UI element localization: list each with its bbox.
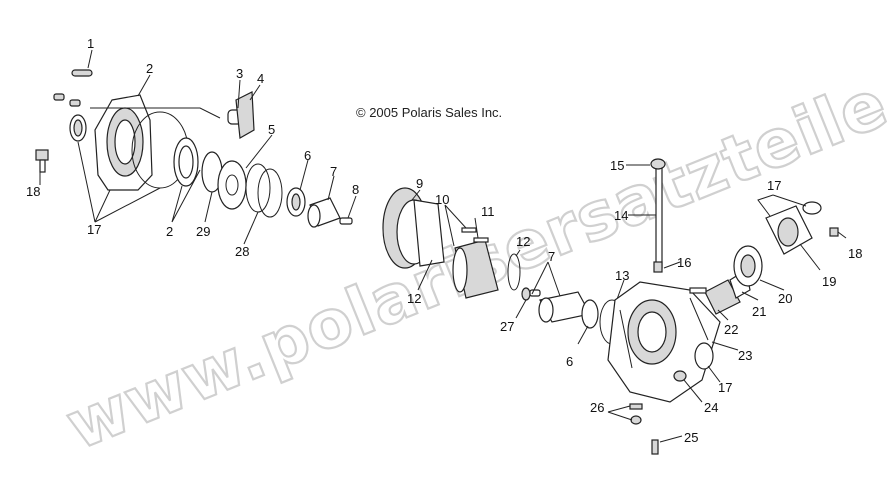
pinion-key — [689, 287, 707, 294]
callout-6b: 6 — [566, 354, 573, 369]
gear-hub — [413, 199, 445, 267]
callout-17: 17 — [87, 222, 101, 237]
sleeve-end-b — [538, 297, 554, 323]
race-inner — [178, 145, 194, 179]
callout-7: 7 — [330, 164, 337, 179]
shim-part-5 — [217, 160, 247, 210]
pin-part-11 — [473, 237, 489, 243]
spacer-pin — [529, 289, 541, 297]
callout-1: 1 — [87, 36, 94, 51]
callout-16: 16 — [677, 255, 691, 270]
callout-8: 8 — [352, 182, 359, 197]
flange-bore — [777, 217, 799, 247]
left-assembly — [35, 49, 357, 245]
plug-part-24 — [673, 370, 687, 382]
bolt-part-18 — [35, 149, 49, 161]
dowel-part — [69, 99, 81, 107]
callout-7b: 7 — [548, 249, 555, 264]
pin-part-10 — [461, 227, 477, 233]
shaft-part-14 — [655, 167, 663, 269]
bolt-shank-part — [39, 159, 46, 173]
callout-13: 13 — [615, 268, 629, 283]
center-assembly — [382, 187, 625, 345]
cage-end — [452, 247, 468, 293]
callout-17b: 17 — [767, 178, 781, 193]
callout-25: 25 — [684, 430, 698, 445]
callout-11: 11 — [481, 204, 495, 219]
callout-5: 5 — [268, 122, 275, 137]
callout-19: 19 — [822, 274, 836, 289]
housing-bore-inner — [637, 311, 667, 353]
seal-part-17b — [694, 342, 714, 370]
callout-9: 9 — [416, 176, 423, 191]
screw-part-18 — [829, 227, 839, 237]
bearing-inner — [291, 193, 301, 211]
right-assembly — [607, 158, 847, 455]
bolt-part-25 — [651, 439, 659, 455]
cover-bore-inner — [114, 119, 136, 165]
sleeve-end — [307, 204, 321, 228]
callout-27: 27 — [500, 319, 514, 334]
callout-10: 10 — [435, 192, 449, 207]
shim-hole — [225, 174, 239, 196]
copyright-notice: © 2005 Polaris Sales Inc. — [356, 105, 503, 120]
pin-part-8 — [339, 217, 353, 225]
clip-part-27 — [521, 287, 531, 301]
callout-3: 3 — [236, 66, 243, 81]
bracket-part-4 — [235, 91, 255, 139]
callout-6: 6 — [304, 148, 311, 163]
callout-23: 23 — [738, 348, 752, 363]
callout-2b: 2 — [166, 224, 173, 239]
callout-29: 29 — [196, 224, 210, 239]
ring-part-12 — [507, 253, 521, 291]
seal-inner — [73, 119, 83, 137]
callout-labels: 1 2 3 4 5 6 7 8 18 17 2 29 28 9 10 11 12… — [26, 36, 862, 445]
watermark: www.polarisersatzteile.de — [55, 19, 887, 466]
callout-15: 15 — [610, 158, 624, 173]
watermark-text: www.polarisersatzteile.de — [56, 20, 887, 465]
knob-part-15 — [650, 158, 666, 170]
bearing-inner-20 — [740, 254, 756, 278]
callout-28: 28 — [235, 244, 249, 259]
callout-12b: 12 — [407, 291, 421, 306]
callout-26: 26 — [590, 400, 604, 415]
pinion-part-22 — [704, 279, 741, 315]
washer-part-26 — [630, 415, 642, 425]
dowel-part — [53, 93, 65, 101]
callout-4: 4 — [257, 71, 264, 86]
callout-2: 2 — [146, 61, 153, 76]
callout-12: 12 — [516, 234, 530, 249]
callout-20: 20 — [778, 291, 792, 306]
callout-18b: 18 — [848, 246, 862, 261]
pin-part-1 — [71, 69, 93, 77]
ring-part-28b — [257, 168, 283, 218]
callout-18: 18 — [26, 184, 40, 199]
callout-21: 21 — [752, 304, 766, 319]
screw-part-26 — [629, 403, 643, 410]
callout-14: 14 — [614, 208, 628, 223]
washer-part-17 — [802, 201, 822, 215]
callout-24: 24 — [704, 400, 718, 415]
nut-part-16 — [653, 261, 663, 273]
bearing-part-6b — [581, 299, 599, 329]
callout-22: 22 — [724, 322, 738, 337]
callout-17c: 17 — [718, 380, 732, 395]
